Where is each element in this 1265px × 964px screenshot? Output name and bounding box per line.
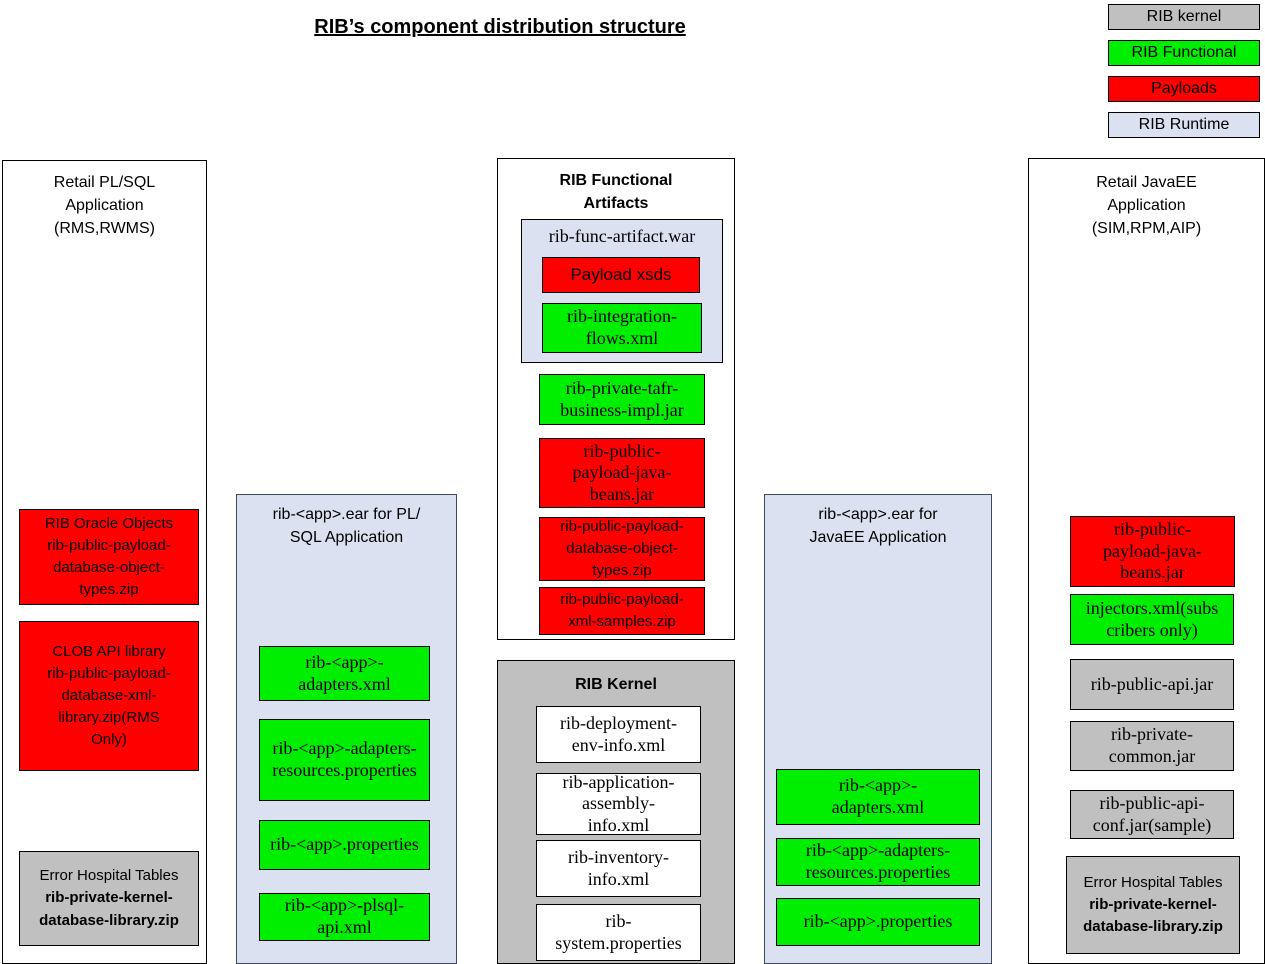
plsql-properties-box: rib-<app>.properties [259,820,430,870]
rib-public-payload-xml-samples-box: rib-public-payload- xml-samples.zip [539,587,705,635]
rib-functional-artifacts-container: RIB Functional Artifacts rib-func-artifa… [497,158,735,640]
retail-plsql-application-container: Retail PL/SQL Application (RMS,RWMS) RIB… [2,160,207,964]
rib-public-api-jar-box: rib-public-api.jar [1070,659,1234,710]
rib-func-artifact-war-label: rib-func-artifact.war [548,226,696,246]
javaee-public-payload-java-beans-box: rib-public- payload-java- beans.jar [1070,516,1235,587]
rib-inventory-info-box: rib-inventory- info.xml [536,840,701,897]
page-title: RIB’s component distribution structure [314,16,686,38]
javaee-ear-header: rib-<app>.ear for JavaEE Application [809,506,947,547]
legend-payloads: Payloads [1108,76,1260,102]
javaee-properties-box: rib-<app>.properties [776,898,980,946]
plsql-adapters-resources-box: rib-<app>-adapters- resources.properties [259,719,430,801]
rib-kernel-container: RIB Kernel rib-deployment- env-info.xml … [497,660,735,964]
rib-private-tafr-box: rib-private-tafr- business-impl.jar [539,374,705,425]
plsql-api-xml-box: rib-<app>-plsql- api.xml [259,893,430,941]
rib-public-payload-java-beans-box: rib-public- payload-java- beans.jar [539,438,705,508]
rib-public-payload-db-object-types-box: rib-public-payload- database-object- typ… [539,517,705,581]
rib-integration-flows-box: rib-integration- flows.xml [542,303,702,353]
plsql-adapters-xml-box: rib-<app>- adapters.xml [259,646,430,701]
plsql-ear-header: rib-<app>.ear for PL/ SQL Application [272,506,421,547]
error-hospital-title: Error Hospital Tables [39,867,179,885]
javaee-error-hospital-title: Error Hospital Tables [1083,873,1223,891]
rib-public-api-conf-jar-box: rib-public-api- conf.jar(sample) [1070,790,1234,839]
plsql-ear-container: rib-<app>.ear for PL/ SQL Application ri… [236,494,457,964]
error-hospital-file: rib-private-kernel- database-library.zip [39,889,179,929]
javaee-adapters-xml-box: rib-<app>- adapters.xml [776,769,980,825]
retail-javaee-application-header: Retail JavaEE Application (SIM,RPM,AIP) [1091,174,1202,238]
javaee-error-hospital-tables-box: Error Hospital Tables rib-private-kernel… [1066,856,1240,954]
legend-rib-functional: RIB Functional [1108,40,1260,66]
error-hospital-tables-box: Error Hospital Tables rib-private-kernel… [19,851,199,946]
rib-system-properties-box: rib- system.properties [536,904,701,961]
rib-application-assembly-info-box: rib-application- assembly- info.xml [536,772,701,835]
retail-plsql-application-header: Retail PL/SQL Application (RMS,RWMS) [53,174,156,238]
rib-deployment-env-info-box: rib-deployment- env-info.xml [536,706,701,763]
rib-oracle-objects-box: RIB Oracle Objects rib-public-payload- d… [19,509,199,605]
retail-javaee-application-container: Retail JavaEE Application (SIM,RPM,AIP) … [1028,158,1265,964]
rib-private-common-jar-box: rib-private- common.jar [1070,721,1234,771]
javaee-adapters-resources-box: rib-<app>-adapters- resources.properties [776,838,980,886]
clob-api-library-box: CLOB API library rib-public-payload- dat… [19,621,199,771]
legend-rib-runtime: RIB Runtime [1108,112,1260,138]
javaee-ear-container: rib-<app>.ear for JavaEE Application rib… [764,494,992,964]
legend-rib-kernel: RIB kernel [1108,4,1260,30]
injectors-xml-box: injectors.xml(subs cribers only) [1070,594,1234,645]
payload-xsds-box: Payload xsds [542,257,700,293]
rib-kernel-header: RIB Kernel [575,676,657,693]
rib-functional-artifacts-header: RIB Functional Artifacts [559,172,673,213]
javaee-error-hospital-file: rib-private-kernel- database-library.zip [1083,895,1223,936]
